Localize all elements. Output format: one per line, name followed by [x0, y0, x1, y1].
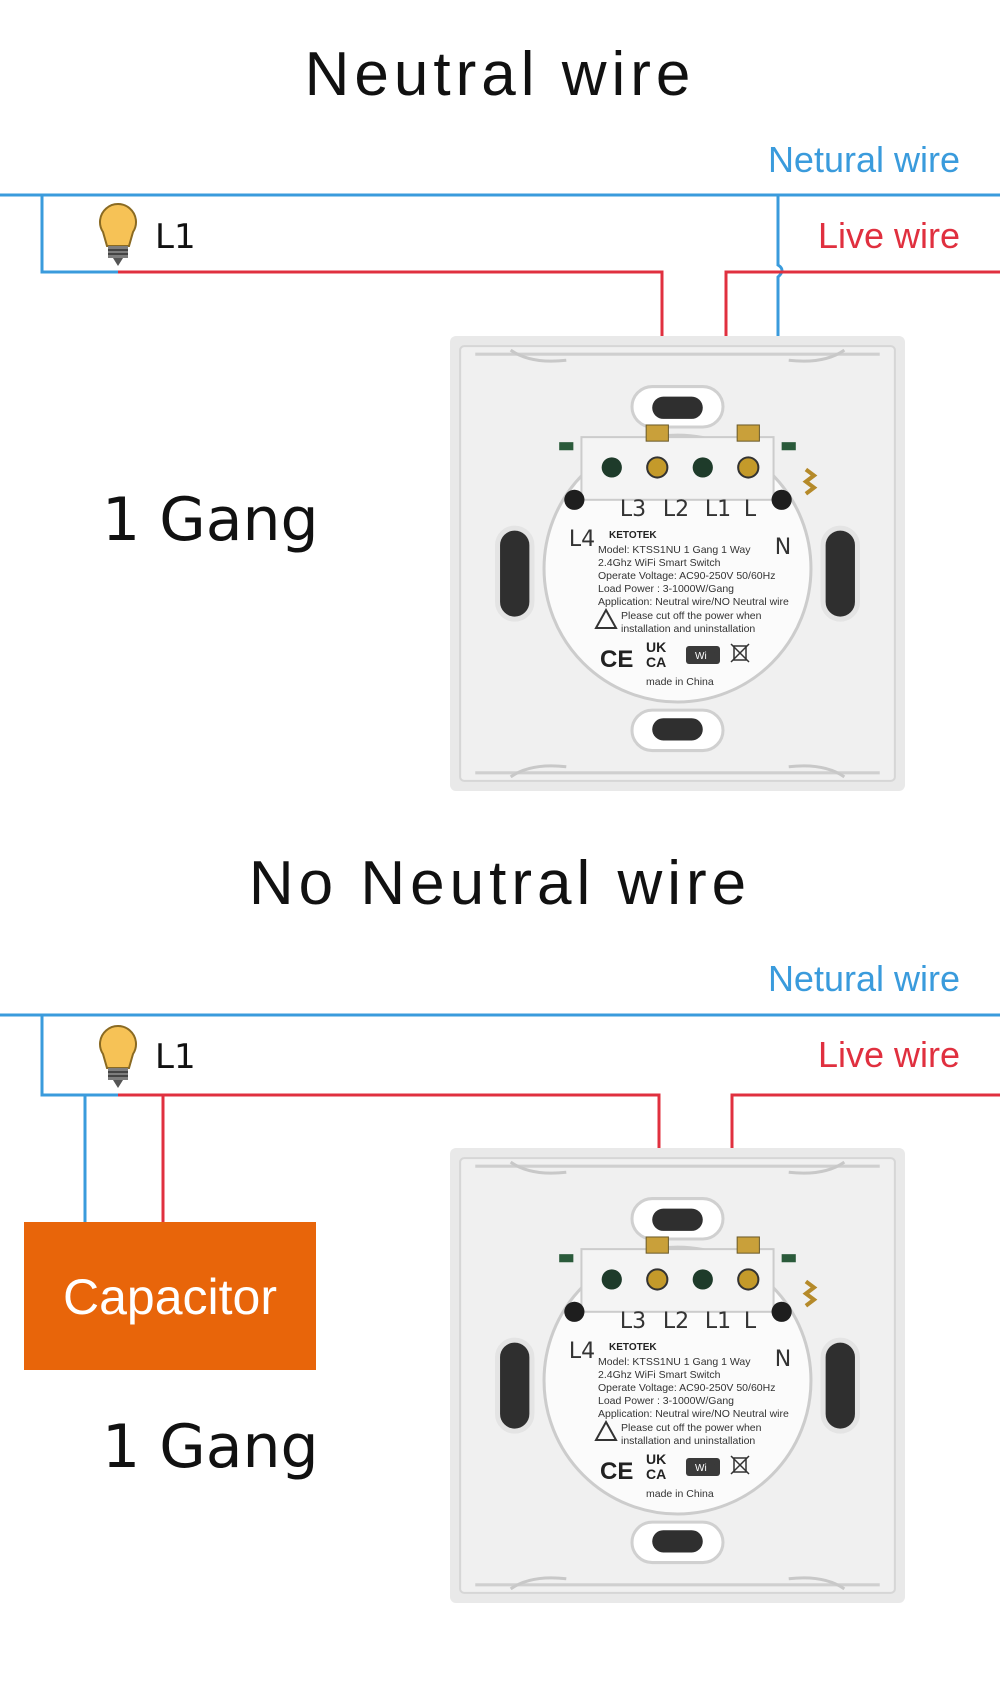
wifi-badge [686, 1458, 720, 1476]
info-line: 2.4Ghz WiFi Smart Switch [598, 557, 721, 569]
info-line: Operate Voltage: AC90-250V 50/60Hz [598, 570, 775, 582]
info-line: Model: KTSS1NU 1 Gang 1 Way [598, 544, 751, 556]
terminal-l3: L3 [620, 1309, 646, 1334]
weee-bin-icon [730, 1455, 750, 1475]
neutral-wire-label: Netural wire [768, 958, 960, 999]
brand-name: KETOTEK [609, 530, 657, 541]
live-wire-label: Live wire [818, 1034, 960, 1075]
section-no-neutral: No Neutral wire Netural wire Live wire L… [0, 849, 1000, 1603]
neutral-wire-lamp [40, 195, 118, 274]
neutral-wire-lamp [40, 1015, 118, 1097]
capacitor-box [24, 1222, 316, 1370]
warning-line: installation and uninstallation [621, 623, 755, 635]
wifi-left: Wi [695, 1463, 707, 1474]
terminal-l4: L4 [569, 527, 595, 552]
terminal-l: L [744, 1309, 757, 1334]
ukca-top: UK [646, 1451, 666, 1467]
terminal-l1: L1 [705, 1309, 731, 1334]
info-line: 2.4Ghz WiFi Smart Switch [598, 1369, 721, 1381]
wifi-right: Fi [709, 651, 717, 662]
info-line: Application: Neutral wire/NO Neutral wir… [598, 1408, 789, 1420]
wifi-right: Fi [709, 1463, 717, 1474]
lamp-label: L1 [155, 1037, 196, 1077]
ce-mark: CE [600, 646, 633, 673]
ukca-bottom: CA [646, 654, 666, 670]
warning-icon [594, 1419, 618, 1441]
wifi-left: Wi [695, 651, 707, 662]
terminal-l1: L1 [705, 497, 731, 522]
warning-line: Please cut off the power when [621, 1422, 762, 1434]
smart-switch-back: L3 L2 L1 L L4 N KETOTEK Model: KTSS1NU 1… [450, 336, 905, 791]
info-line: Model: KTSS1NU 1 Gang 1 Way [598, 1356, 751, 1368]
ukca-top: UK [646, 639, 666, 655]
warning-line: installation and uninstallation [621, 1435, 755, 1447]
info-line: Load Power : 3-1000W/Gang [598, 583, 734, 595]
warning-icon [594, 607, 618, 629]
lamp-label: L1 [155, 217, 196, 257]
light-bulb-icon [99, 1025, 137, 1088]
terminal-l: L [744, 497, 757, 522]
terminal-l4: L4 [569, 1339, 595, 1364]
terminal-l3: L3 [620, 497, 646, 522]
terminal-n: N [775, 1347, 791, 1372]
capacitor-label: Capacitor [63, 1269, 277, 1325]
info-line: Operate Voltage: AC90-250V 50/60Hz [598, 1382, 775, 1394]
ce-mark: CE [600, 1458, 633, 1485]
made-in-label: made in China [646, 1488, 714, 1500]
terminal-n: N [775, 535, 791, 560]
wifi-badge [686, 646, 720, 664]
gang-label: 1 Gang [102, 1412, 319, 1482]
weee-bin-icon [730, 643, 750, 663]
light-bulb-icon [99, 203, 137, 266]
terminal-l2: L2 [663, 497, 689, 522]
smart-switch-back: L3 L2 L1 L L4 N KETOTEK Model: KTSS1NU 1… [450, 1148, 905, 1603]
info-line: Application: Neutral wire/NO Neutral wir… [598, 596, 789, 608]
made-in-label: made in China [646, 676, 714, 688]
ukca-bottom: CA [646, 1466, 666, 1482]
gang-label: 1 Gang [102, 485, 319, 555]
terminal-l2: L2 [663, 1309, 689, 1334]
section-title: Neutral wire [305, 40, 696, 109]
neutral-wire-label: Netural wire [768, 139, 960, 180]
warning-line: Please cut off the power when [621, 610, 762, 622]
brand-name: KETOTEK [609, 1342, 657, 1353]
section-title: No Neutral wire [249, 849, 751, 918]
section-neutral: Neutral wire Netural wire Live wire L1 1… [0, 40, 1000, 791]
info-line: Load Power : 3-1000W/Gang [598, 1395, 734, 1407]
live-wire-label: Live wire [818, 215, 960, 256]
